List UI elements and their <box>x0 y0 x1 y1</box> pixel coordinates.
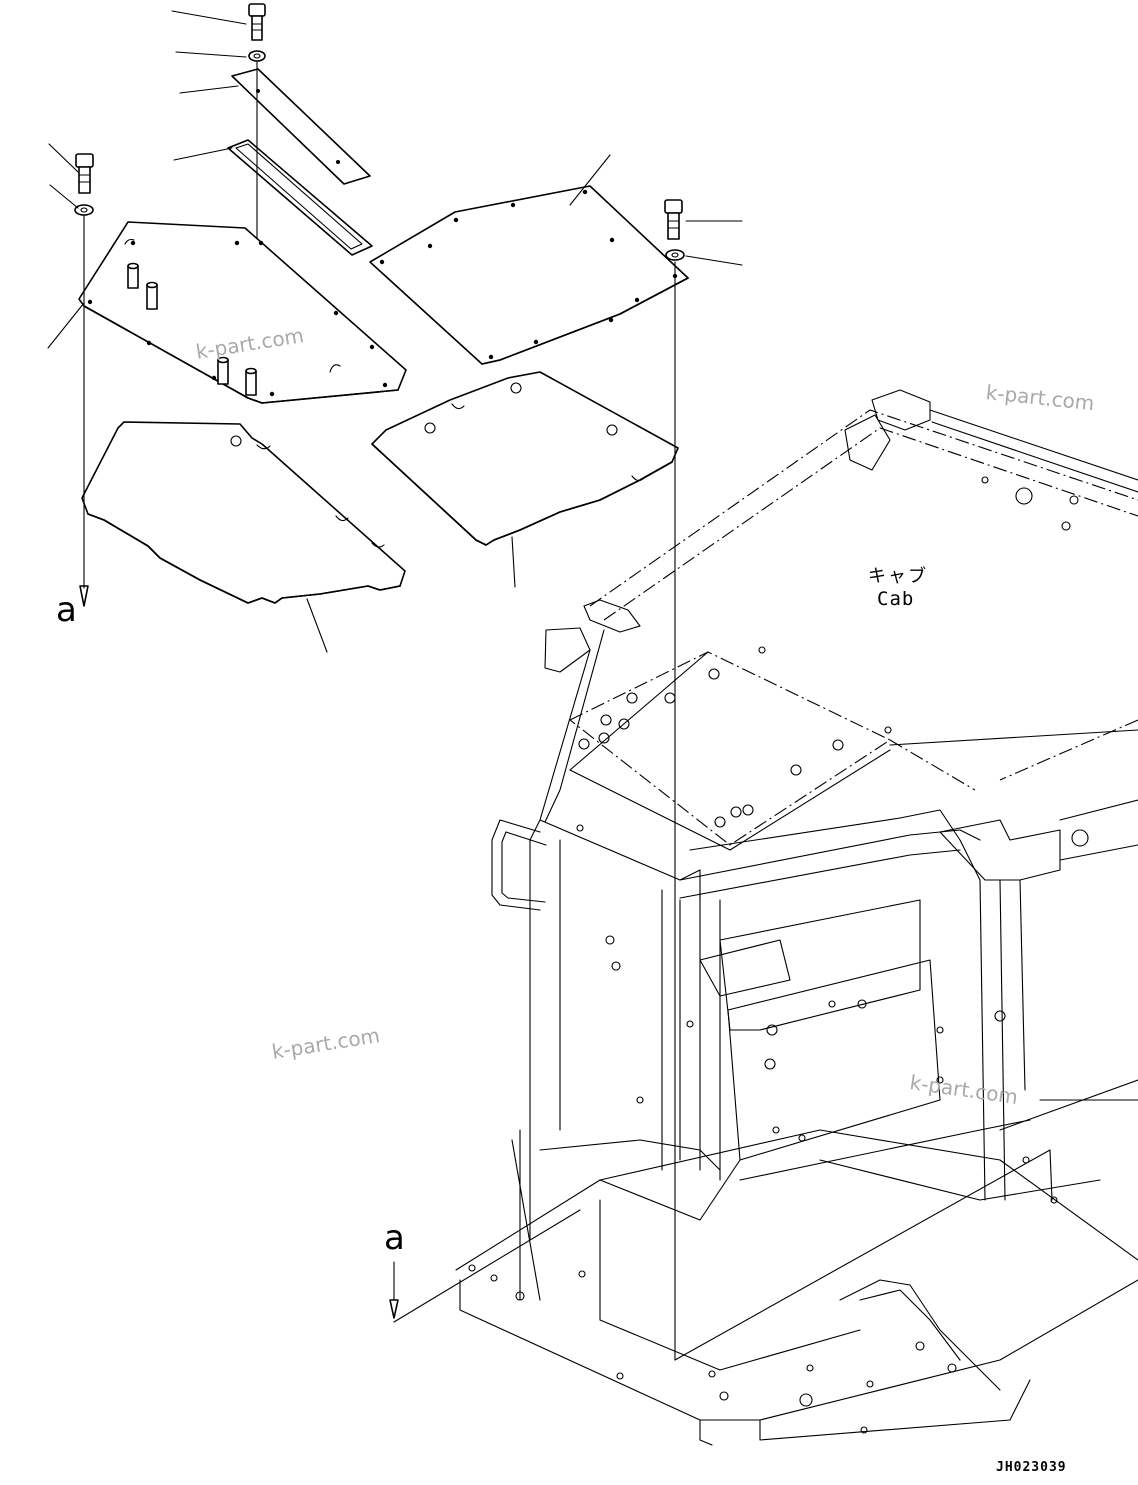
cab-label-en: Cab <box>877 588 915 610</box>
leader-line-floor-mat-left <box>306 598 328 653</box>
leader-line-bolt-top <box>171 10 247 25</box>
view-arrow-label-bottom: a <box>384 1218 405 1258</box>
leader-line-strip-plate <box>179 85 239 94</box>
cab-label-jp: キャブ <box>868 566 928 587</box>
cab-frame <box>389 389 1138 1446</box>
view-arrow-label-top: a <box>56 590 77 630</box>
floor-plate-right <box>369 185 689 365</box>
washer-left <box>74 204 94 216</box>
washer-top <box>248 50 266 62</box>
floor-mat-left <box>81 421 406 604</box>
leader-line-washer-right <box>685 255 743 266</box>
leader-line-bolt-left <box>48 143 79 173</box>
bolt-right <box>664 199 683 240</box>
leader-line-washer-top <box>175 51 247 58</box>
leader-line-floor-plate-left <box>47 302 85 349</box>
seal-frame <box>227 139 373 256</box>
view-arrow-top-head <box>79 585 89 607</box>
floor-plate-left-holes <box>87 240 388 397</box>
bolt-top <box>248 3 266 41</box>
roof-bolt-holes <box>576 646 892 832</box>
floor-plate-right-holes <box>379 189 678 360</box>
leader-line-floor-plate-right <box>569 154 611 206</box>
view-arrow-bottom-head <box>389 1299 399 1319</box>
leader-line-washer-left <box>49 184 79 209</box>
leader-line-seal-frame <box>173 147 233 161</box>
floor-mat-right <box>371 371 679 546</box>
exploded-parts-group <box>47 3 743 661</box>
drawing-code: JH023039 <box>996 1460 1067 1475</box>
floor-frame-holes <box>468 1156 1058 1434</box>
floor-plate-left-studs <box>124 238 341 396</box>
leader-line-floor-mat-right <box>511 536 516 588</box>
washer-right <box>665 249 685 261</box>
panel-holes <box>605 935 1006 1142</box>
cover-strip-plate <box>231 68 371 185</box>
bolt-left <box>75 153 94 194</box>
